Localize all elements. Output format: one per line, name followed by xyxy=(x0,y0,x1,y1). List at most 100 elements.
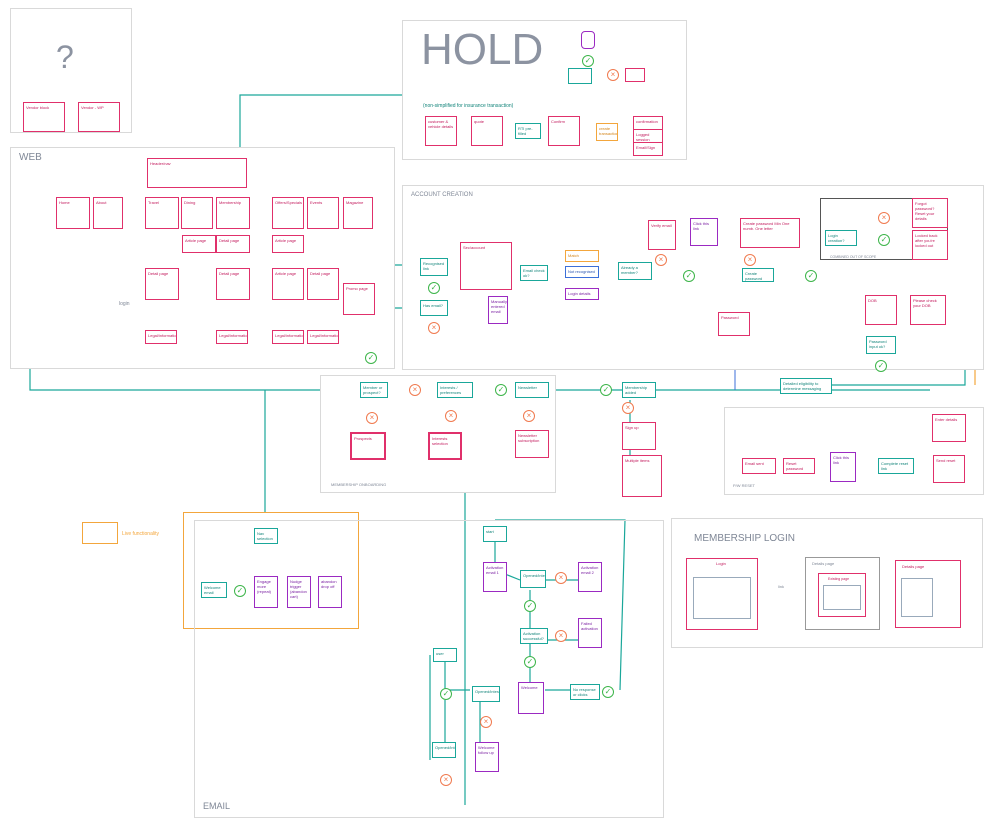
hold-database-icon xyxy=(581,31,595,49)
web-page-node: Events xyxy=(307,197,339,229)
login-page-thumb xyxy=(686,558,758,630)
region-login-title: MEMBERSHIP LOGIN xyxy=(694,533,795,544)
hold-node-1: customer & vehicle details xyxy=(425,116,457,146)
onboarding-check-icon-3: ✓ xyxy=(600,384,612,396)
nav-selection-node: Nav selection xyxy=(254,528,278,544)
web-page-node: Promo page xyxy=(343,283,375,315)
sec-account-node: Sec/account xyxy=(460,242,512,290)
nudge-trigger-node: Nudge trigger (abandon cart) xyxy=(287,576,311,608)
password-input-node: Password input ok? xyxy=(866,336,896,354)
web-page-node: Detail page xyxy=(145,268,179,300)
manually-entered-node: Manually entered email xyxy=(488,296,508,324)
newsletter-node: Newsletter xyxy=(515,382,549,398)
onboarding-cross-icon-1: × xyxy=(409,384,421,396)
create-password-node: Create password Min One numb. One letter xyxy=(740,218,800,248)
web-footer-node: Legal/information/disclaimer xyxy=(272,330,304,344)
activation2-node: Activation email 2 xyxy=(578,562,602,592)
web-page-node: Article page xyxy=(272,268,304,300)
dob-check-node: Please check your DOB xyxy=(910,295,946,325)
region-hold-title: HOLD xyxy=(421,25,544,74)
activation1-node: Activation email 1 xyxy=(483,562,507,592)
existing-page-thumb xyxy=(818,573,866,617)
reset-node: Forgot password? Reset your details xyxy=(912,198,948,228)
pwreset-complete-node: Complete reset link xyxy=(878,458,914,474)
email-check-node: Email check ok? xyxy=(520,265,548,281)
hold-node-6: confirmation xyxy=(633,116,663,130)
onboarding-cross-icon-3: × xyxy=(445,410,457,422)
region-pwreset-title: P/W RESET xyxy=(733,483,756,488)
pwreset-email-sent-node: Email sent xyxy=(742,458,776,474)
welcome-email-node: Welcome email xyxy=(201,582,227,598)
details-page-2-thumb xyxy=(895,560,961,628)
multiple-items-node: Multiple items xyxy=(622,455,662,497)
region-unknown-title: ? xyxy=(56,39,74,75)
recognised-link-node: Recognised link xyxy=(420,258,448,276)
web-page-node: Detail page xyxy=(216,268,250,300)
login-cross-icon: × xyxy=(878,212,890,224)
web-page-node: Dining xyxy=(181,197,213,229)
opened2-node: Opened/interact xyxy=(472,686,500,702)
onboarding-cross-icon-4: × xyxy=(523,410,535,422)
sign-up-node: Sign up xyxy=(622,422,656,450)
recognised-check-icon: ✓ xyxy=(428,282,440,294)
welcome-node: Welcome xyxy=(518,682,544,714)
engage-more-node: Engage more (repeat) xyxy=(254,576,278,608)
onboarding-cross-icon-5: × xyxy=(622,402,634,414)
combined-label: COMBINED OUT OF SCOPE xyxy=(830,255,877,259)
web-page-node: Offers/Specials xyxy=(272,197,304,229)
newsletter-subscription-node: Newsletter subscription xyxy=(515,430,549,458)
web-page-node: Detail page xyxy=(216,235,250,253)
create-pw-cross-icon: × xyxy=(744,254,756,266)
web-page-node: Home xyxy=(56,197,90,229)
hold-end-node xyxy=(625,68,645,82)
web-page-node: Detail page xyxy=(307,268,339,300)
hold-node-5: create transaction xyxy=(596,123,618,141)
hold-node-8: Email/Sign xyxy=(633,142,663,156)
login-check-icon: ✓ xyxy=(878,234,890,246)
login-details-node: Login details xyxy=(565,288,599,300)
web-header-nav: Header/nav xyxy=(147,158,247,188)
interests-node: Interests / preferences xyxy=(437,382,473,398)
failed-activation-node: Failed activation xyxy=(578,618,602,648)
web-footer-node: Legal/information/disclaimer xyxy=(307,330,339,344)
hold-node-7: Logged session xyxy=(633,129,663,143)
email-check-icon-1: ✓ xyxy=(234,585,246,597)
welcome-followup-node: Welcome follow up xyxy=(475,742,499,772)
activation-successful-node: Activation successful? xyxy=(520,628,548,644)
locked-node: Locked back after you're locked out xyxy=(912,230,948,260)
web-page-node: About xyxy=(93,197,123,229)
not-recognised-node: Not recognised xyxy=(565,266,599,278)
member-or-prospect-node: Member or prospect? xyxy=(360,382,388,398)
detailed-eligibility-node: Detailed eligibility to determine messag… xyxy=(780,378,832,394)
pwreset-click-link-node: Click this link xyxy=(830,452,856,482)
user-node: user xyxy=(433,648,457,662)
region-email-title: EMAIL xyxy=(203,801,231,811)
hold-check-node xyxy=(568,68,592,84)
unknown-node-1: Vendor block xyxy=(23,102,65,132)
legend-live-label: Live functionality xyxy=(122,531,159,537)
onboarding-cross-icon-2: × xyxy=(366,412,378,424)
hold-flow-title: (non-simplified for insurance transactio… xyxy=(423,103,514,109)
email-check-icon-4: ✓ xyxy=(602,686,614,698)
has-email-node: Has email? xyxy=(420,300,448,316)
password-node: Password xyxy=(718,312,750,336)
email-check-icon-3: ✓ xyxy=(524,656,536,668)
pwreset-send-node: Send reset xyxy=(933,455,965,483)
pwreset-enter-details-node: Enter details xyxy=(932,414,966,442)
hold-node-3: RTI pre-filled xyxy=(515,123,541,139)
web-page-node: Magazine xyxy=(343,197,373,229)
onboarding-check-icon-2: ✓ xyxy=(495,384,507,396)
password-input-check-icon: ✓ xyxy=(875,360,887,372)
has-email-cross-icon: × xyxy=(428,322,440,334)
region-unknown: ? Vendor block Vendor - WP xyxy=(10,8,132,133)
hold-node-2: quote xyxy=(471,116,503,146)
legend-live-box xyxy=(82,522,118,544)
verify-check-icon: ✓ xyxy=(683,270,695,282)
web-page-node: Membership xyxy=(216,197,250,229)
match-node: Match xyxy=(565,250,599,262)
web-page-node: Article page xyxy=(182,235,216,253)
email-check-icon-5: ✓ xyxy=(440,688,452,700)
login-link-label: link xyxy=(778,584,785,589)
web-footer-node: Legal/information/disclaimer xyxy=(216,330,248,344)
region-web-title: WEB xyxy=(19,152,42,163)
